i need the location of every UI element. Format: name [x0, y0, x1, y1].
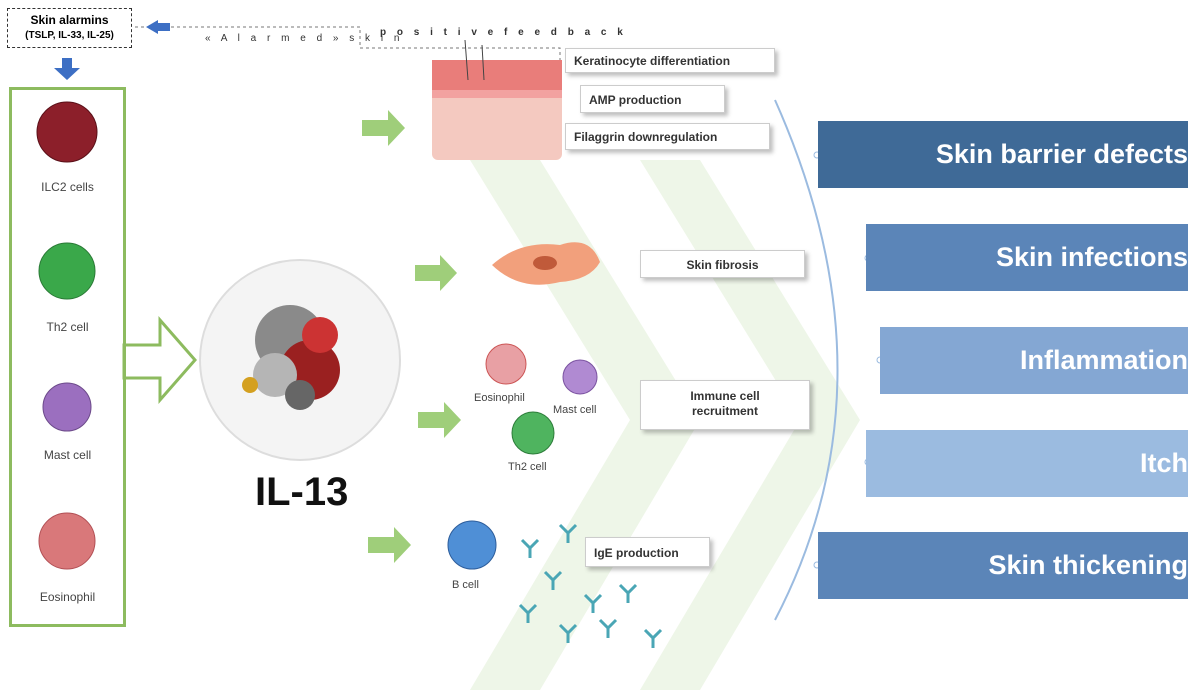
mast-cell-label: Mast cell [43, 448, 92, 462]
effect-arrow [362, 110, 405, 146]
source-cells-panel [9, 87, 126, 627]
eosinophil-recruited-label: Eosinophil [474, 392, 525, 404]
outcome-skin-infections: Skin infections [866, 224, 1188, 291]
th2-label: Th2 cell [46, 320, 89, 334]
outcome-connector [774, 99, 839, 621]
il13-label: IL-13 [255, 470, 349, 514]
effect-arrow [418, 402, 461, 438]
alarmins-title: Skin alarmins [30, 13, 109, 27]
filaggrin-box: Filaggrin downregulation [565, 123, 770, 150]
skin-tissue-illustration [432, 39, 562, 160]
mast-cell [562, 359, 598, 395]
eosinophil-cell [485, 343, 527, 385]
mast-cell-source [42, 382, 92, 432]
th2-cell-recruited [511, 411, 555, 455]
b-cell [447, 520, 497, 570]
effect-arrow [368, 527, 411, 563]
eosinophil-label: Eosinophil [39, 590, 96, 604]
positive-feedback-label: p o s i t i v e f e e d b a c k [380, 27, 627, 38]
fibrosis-box: Skin fibrosis [640, 250, 805, 278]
effect-arrow [415, 255, 457, 291]
il13-molecule [242, 305, 340, 410]
recruitment-box: Immune cell recruitment [640, 380, 810, 430]
ilc2-cell [36, 101, 98, 163]
alarmins-down-arrow [54, 58, 80, 80]
outcome-skin-thickening: Skin thickening [818, 532, 1188, 599]
outcome-skin-barrier-defects: Skin barrier defects [818, 121, 1188, 188]
bcell-label: B cell [452, 579, 479, 591]
outcome-itch: Itch [866, 430, 1188, 497]
feedback-arrow [146, 20, 170, 34]
amp-box: AMP production [580, 85, 725, 113]
panel-to-il13-arrow [122, 316, 197, 404]
ilc2-label: ILC2 cells [41, 180, 94, 194]
recruitment-line2: recruitment [691, 404, 759, 418]
th2-recruited-label: Th2 cell [508, 461, 547, 473]
alarmed-skin-label: « A l a r m e d » s k i n [205, 33, 404, 44]
recruitment-line1: Immune cell [690, 389, 760, 403]
ige-box: IgE production [585, 537, 710, 567]
skin-alarmins-box: Skin alarmins (TSLP, IL-33, IL-25) [7, 8, 132, 48]
th2-cell [38, 242, 96, 300]
eosinophil-source [38, 512, 96, 570]
outcome-inflammation: Inflammation [880, 327, 1188, 394]
alarmins-subtitle: (TSLP, IL-33, IL-25) [25, 30, 114, 41]
feedback-dashed-line [135, 26, 561, 60]
antibodies-illustration [518, 523, 663, 648]
keratinocyte-box: Keratinocyte differentiation [565, 48, 775, 73]
mast-recruited-label: Mast cell [553, 404, 597, 416]
